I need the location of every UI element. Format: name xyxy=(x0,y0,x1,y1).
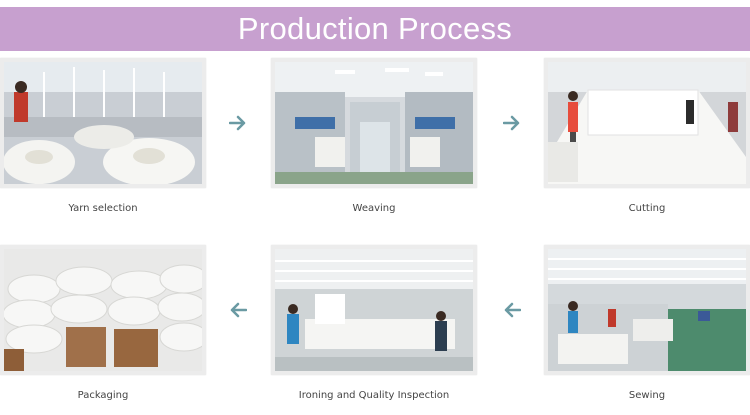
arrow-right-icon xyxy=(503,115,520,131)
step-ironing-quality-inspection: Ironing and Quality Inspection xyxy=(271,245,477,401)
packaging-photo xyxy=(0,245,206,375)
step-caption: Sewing xyxy=(628,390,666,401)
step-cutting: Cutting xyxy=(544,58,750,214)
yarn-selection-photo xyxy=(0,58,206,188)
arrow-left-icon xyxy=(230,302,247,318)
arrow-right-icon xyxy=(229,115,246,131)
step-yarn-selection: Yarn selection xyxy=(0,58,206,214)
page-title: Production Process xyxy=(237,11,513,46)
arrow-left-icon xyxy=(504,302,521,318)
step-caption: Ironing and Quality Inspection xyxy=(298,390,450,401)
cutting-photo xyxy=(544,58,750,188)
step-caption: Packaging xyxy=(77,390,129,401)
step-packaging: Packaging xyxy=(0,245,206,401)
ironing-photo xyxy=(271,245,477,375)
step-caption: Cutting xyxy=(628,203,666,214)
step-weaving: Weaving xyxy=(271,58,477,214)
sewing-photo xyxy=(544,245,750,375)
step-caption: Weaving xyxy=(352,203,396,214)
header-banner: Production Process xyxy=(0,7,750,51)
step-sewing: Sewing xyxy=(544,245,750,401)
step-caption: Yarn selection xyxy=(68,203,138,214)
weaving-photo xyxy=(271,58,477,188)
